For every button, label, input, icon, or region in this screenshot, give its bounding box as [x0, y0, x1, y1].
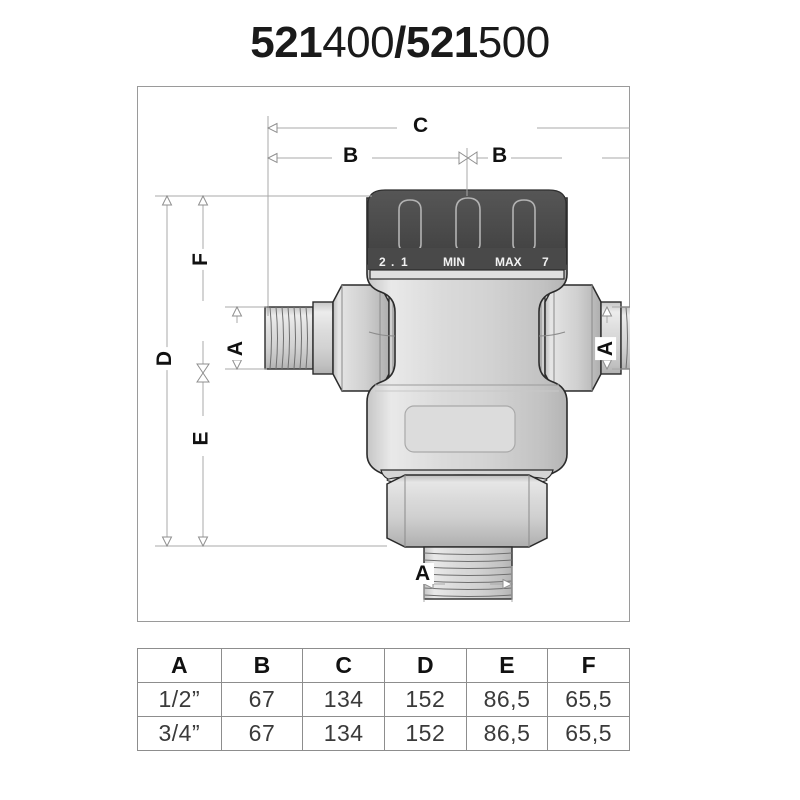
cell-f: 65,5 — [547, 716, 630, 751]
dim-fe-arrow-up — [196, 363, 210, 374]
knob-body — [367, 189, 567, 265]
left-thread-lines — [269, 306, 308, 370]
knob-scale-2: 2 — [379, 255, 386, 269]
knob-scale-min: MIN — [443, 255, 465, 269]
table-row: 3/4” 67 134 152 86,5 65,5 — [137, 716, 630, 751]
dim-label-a-left: A — [224, 336, 247, 361]
dim-b-center-arrow-left — [458, 151, 469, 165]
body-label-plate — [404, 405, 516, 453]
dim-label-a-bottom: A — [411, 563, 435, 584]
col-header-c: C — [302, 648, 385, 683]
knob-scale-dot: . — [391, 255, 394, 269]
col-header-d: D — [383, 648, 467, 683]
bottom-outlet-port — [380, 469, 554, 600]
cell-d: 152 — [383, 716, 467, 751]
dim-b-center-arrow-right — [467, 151, 478, 165]
knob-scale-7: 7 — [542, 255, 549, 269]
dim-label-e: E — [190, 427, 213, 450]
cell-e: 86,5 — [465, 716, 549, 751]
dim-label-f: F — [189, 249, 212, 270]
cell-c: 134 — [302, 682, 385, 717]
knob-scale-1: 1 — [401, 255, 408, 269]
left-inlet-port — [264, 284, 398, 392]
title-light-second: 500 — [477, 18, 550, 67]
cell-e: 86,5 — [465, 682, 549, 717]
dimensions-table: A B C D E F 1/2” 67 134 152 86,5 65,5 3/… — [137, 648, 630, 751]
cell-f: 65,5 — [547, 682, 630, 717]
dim-label-b-right: B — [488, 145, 512, 166]
dimension-annotations — [155, 116, 630, 602]
valve-assembly: 2 . 1 MIN MAX 7 — [264, 189, 630, 600]
cell-size: 3/4” — [137, 716, 222, 751]
cell-b: 67 — [220, 682, 304, 717]
cell-d: 152 — [383, 682, 467, 717]
cell-size: 1/2” — [137, 682, 222, 717]
cell-b: 67 — [220, 716, 304, 751]
table-header-row: A B C D E F — [137, 648, 630, 683]
right-hex-nut — [544, 284, 602, 392]
col-header-f: F — [547, 648, 630, 683]
title-bold-first: 521 — [250, 18, 323, 67]
col-header-e: E — [465, 648, 549, 683]
page-title: 521400/521500 — [0, 18, 800, 68]
col-header-a: A — [137, 648, 222, 683]
dim-label-d: D — [153, 346, 176, 371]
outlet-hex-nut — [386, 474, 548, 548]
col-header-b: B — [220, 648, 304, 683]
title-light-first: 400 — [322, 18, 395, 67]
knob-scale-max: MAX — [495, 255, 522, 269]
table-row: 1/2” 67 134 152 86,5 65,5 — [137, 682, 630, 717]
title-bold-second: 521 — [405, 18, 478, 67]
title-separator: / — [394, 18, 406, 67]
dim-label-a-right: A — [594, 336, 617, 361]
valve-technical-drawing: 2 . 1 MIN MAX 7 — [155, 116, 630, 602]
dim-fe-arrow-down — [196, 372, 210, 383]
dim-label-c: C — [409, 115, 433, 136]
right-thread-lines — [625, 306, 628, 370]
temperature-knob: 2 . 1 MIN MAX 7 — [367, 189, 567, 280]
cell-c: 134 — [302, 716, 385, 751]
dim-label-b-left: B — [339, 145, 363, 166]
left-hex-nut — [332, 284, 390, 392]
